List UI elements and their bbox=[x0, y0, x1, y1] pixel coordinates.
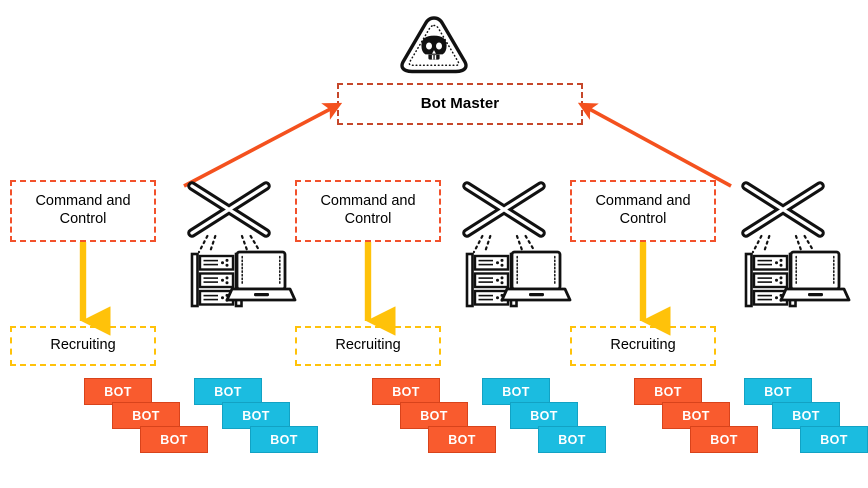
command-and-control-label: Command and Control bbox=[595, 193, 691, 227]
bot-chip[interactable]: BOT bbox=[222, 402, 290, 429]
bot-chip[interactable]: BOT bbox=[510, 402, 578, 429]
bot-chip-label: BOT bbox=[214, 384, 242, 399]
bot-chip-label: BOT bbox=[160, 432, 188, 447]
bot-chip[interactable]: BOT bbox=[428, 426, 496, 453]
bot-chip[interactable]: BOT bbox=[662, 402, 730, 429]
network-x-node-icon[interactable] bbox=[187, 181, 271, 238]
bot-chip[interactable]: BOT bbox=[800, 426, 868, 453]
recruiting-box-3[interactable]: Recruiting bbox=[570, 326, 716, 366]
bot-chip[interactable]: BOT bbox=[690, 426, 758, 453]
network-x-node-icon[interactable] bbox=[741, 181, 825, 238]
network-cluster-2 bbox=[462, 181, 572, 308]
bot-master-label: Bot Master bbox=[420, 94, 500, 112]
recruiting-label: Recruiting bbox=[335, 337, 401, 354]
cluster-link-3 bbox=[240, 234, 249, 252]
cluster-link-1 bbox=[472, 234, 484, 254]
recruiting-label: Recruiting bbox=[610, 337, 676, 354]
uplink-arrow-left bbox=[183, 102, 343, 188]
bot-chip-label: BOT bbox=[792, 408, 820, 423]
laptop-icon[interactable] bbox=[500, 250, 572, 302]
bot-chip[interactable]: BOT bbox=[538, 426, 606, 453]
cluster-link-2 bbox=[762, 234, 771, 254]
recruiting-box-2[interactable]: Recruiting bbox=[295, 326, 441, 366]
network-cluster-3 bbox=[741, 181, 851, 308]
skull-warning-icon bbox=[400, 16, 468, 74]
bot-chip-label: BOT bbox=[764, 384, 792, 399]
bot-chip-label: BOT bbox=[420, 408, 448, 423]
cluster-link-4 bbox=[803, 234, 815, 252]
command-and-control-box-3[interactable]: Command and Control bbox=[570, 180, 716, 242]
bot-master-box[interactable]: Bot Master bbox=[337, 83, 583, 125]
bot-chip-label: BOT bbox=[820, 432, 848, 447]
bot-chip[interactable]: BOT bbox=[772, 402, 840, 429]
bot-chip-label: BOT bbox=[710, 432, 738, 447]
recruiting-label: Recruiting bbox=[50, 337, 116, 354]
laptop-icon[interactable] bbox=[779, 250, 851, 302]
cluster-link-2 bbox=[483, 234, 492, 254]
bot-chip[interactable]: BOT bbox=[140, 426, 208, 453]
bot-chip-label: BOT bbox=[558, 432, 586, 447]
cluster-link-4 bbox=[524, 234, 536, 252]
server-rack-icon[interactable] bbox=[744, 252, 797, 308]
bot-chip-label: BOT bbox=[242, 408, 270, 423]
laptop-icon[interactable] bbox=[225, 250, 297, 302]
bot-chip-label: BOT bbox=[654, 384, 682, 399]
command-and-control-box-2[interactable]: Command and Control bbox=[295, 180, 441, 242]
bot-chip[interactable]: BOT bbox=[194, 378, 262, 405]
bot-chip[interactable]: BOT bbox=[634, 378, 702, 405]
bot-chip-label: BOT bbox=[448, 432, 476, 447]
uplink-arrow-right bbox=[577, 102, 732, 188]
network-x-node-icon[interactable] bbox=[462, 181, 546, 238]
bot-chip-label: BOT bbox=[104, 384, 132, 399]
recruiting-box-1[interactable]: Recruiting bbox=[10, 326, 156, 366]
bot-chip-label: BOT bbox=[530, 408, 558, 423]
cluster-link-3 bbox=[794, 234, 803, 252]
command-and-control-box-1[interactable]: Command and Control bbox=[10, 180, 156, 242]
command-and-control-label: Command and Control bbox=[35, 193, 131, 227]
bot-chip-label: BOT bbox=[132, 408, 160, 423]
cluster-link-1 bbox=[197, 234, 209, 254]
bot-chip[interactable]: BOT bbox=[400, 402, 468, 429]
bot-chip[interactable]: BOT bbox=[744, 378, 812, 405]
cluster-link-4 bbox=[249, 234, 261, 252]
cluster-link-2 bbox=[208, 234, 217, 254]
bot-chip-label: BOT bbox=[392, 384, 420, 399]
cluster-link-1 bbox=[751, 234, 763, 254]
command-and-control-label: Command and Control bbox=[320, 193, 416, 227]
bot-chip-label: BOT bbox=[502, 384, 530, 399]
bot-chip-label: BOT bbox=[682, 408, 710, 423]
bot-chip[interactable]: BOT bbox=[372, 378, 440, 405]
bot-chip-label: BOT bbox=[270, 432, 298, 447]
bot-chip[interactable]: BOT bbox=[84, 378, 152, 405]
bot-chip[interactable]: BOT bbox=[112, 402, 180, 429]
bot-chip[interactable]: BOT bbox=[482, 378, 550, 405]
cluster-link-3 bbox=[515, 234, 524, 252]
bot-chip[interactable]: BOT bbox=[250, 426, 318, 453]
network-cluster-1 bbox=[187, 181, 297, 308]
